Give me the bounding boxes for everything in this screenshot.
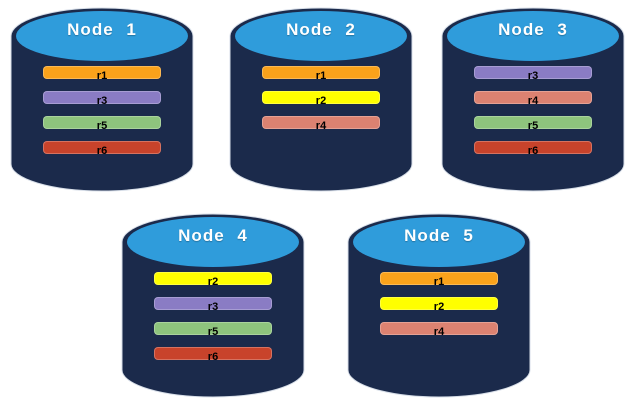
- cylinder-top: [353, 217, 525, 267]
- node-title: Node 5: [404, 226, 474, 245]
- record-label: r4: [315, 120, 327, 132]
- cylinder-top: [447, 11, 619, 61]
- record-bar: r1: [380, 272, 498, 288]
- record-bar: r2: [380, 297, 498, 313]
- record-bar: r2: [262, 91, 380, 107]
- node-title: Node 2: [286, 20, 356, 39]
- record-bar-list: r1 r3 r5 r6: [43, 66, 161, 166]
- record-bar: r5: [154, 322, 272, 338]
- record-bar-list: r1 r2 r4: [262, 66, 380, 141]
- record-label: r6: [207, 351, 219, 363]
- record-label: r2: [315, 95, 327, 107]
- record-bar: r3: [43, 91, 161, 107]
- database-node: Node 3 r3 r4 r5 r6: [441, 5, 625, 193]
- record-bar: r4: [262, 116, 380, 132]
- node-title: Node 4: [178, 226, 248, 245]
- record-label: r3: [527, 70, 539, 82]
- record-bar: r6: [474, 141, 592, 157]
- record-bar-list: r1 r2 r4: [380, 272, 498, 347]
- record-label: r6: [527, 145, 539, 157]
- record-label: r1: [433, 276, 445, 288]
- record-label: r1: [315, 70, 327, 82]
- database-node: Node 1 r1 r3 r5 r6: [10, 5, 194, 193]
- database-node: Node 4 r2 r3 r5 r6: [121, 211, 305, 399]
- record-label: r4: [433, 326, 445, 338]
- node-title: Node 3: [498, 20, 568, 39]
- record-bar: r4: [474, 91, 592, 107]
- record-label: r3: [207, 301, 219, 313]
- record-bar: r1: [43, 66, 161, 82]
- record-label: r2: [207, 276, 219, 288]
- record-bar-list: r3 r4 r5 r6: [474, 66, 592, 166]
- record-label: r4: [527, 95, 539, 107]
- cylinder-top: [127, 217, 299, 267]
- record-bar: r2: [154, 272, 272, 288]
- record-bar: r5: [474, 116, 592, 132]
- record-bar: r3: [154, 297, 272, 313]
- record-label: r2: [433, 301, 445, 313]
- record-label: r6: [96, 145, 108, 157]
- record-bar: r1: [262, 66, 380, 82]
- record-label: r5: [207, 326, 219, 338]
- node-title: Node 1: [67, 20, 137, 39]
- record-label: r5: [527, 120, 539, 132]
- database-node: Node 5 r1 r2 r4: [347, 211, 531, 399]
- cylinder-top: [235, 11, 407, 61]
- record-bar: r6: [154, 347, 272, 363]
- record-label: r5: [96, 120, 108, 132]
- record-label: r1: [96, 70, 108, 82]
- database-node: Node 2 r1 r2 r4: [229, 5, 413, 193]
- cylinder-top: [16, 11, 188, 61]
- record-bar: r4: [380, 322, 498, 338]
- record-bar-list: r2 r3 r5 r6: [154, 272, 272, 372]
- record-bar: r6: [43, 141, 161, 157]
- record-bar: r5: [43, 116, 161, 132]
- record-bar: r3: [474, 66, 592, 82]
- record-label: r3: [96, 95, 108, 107]
